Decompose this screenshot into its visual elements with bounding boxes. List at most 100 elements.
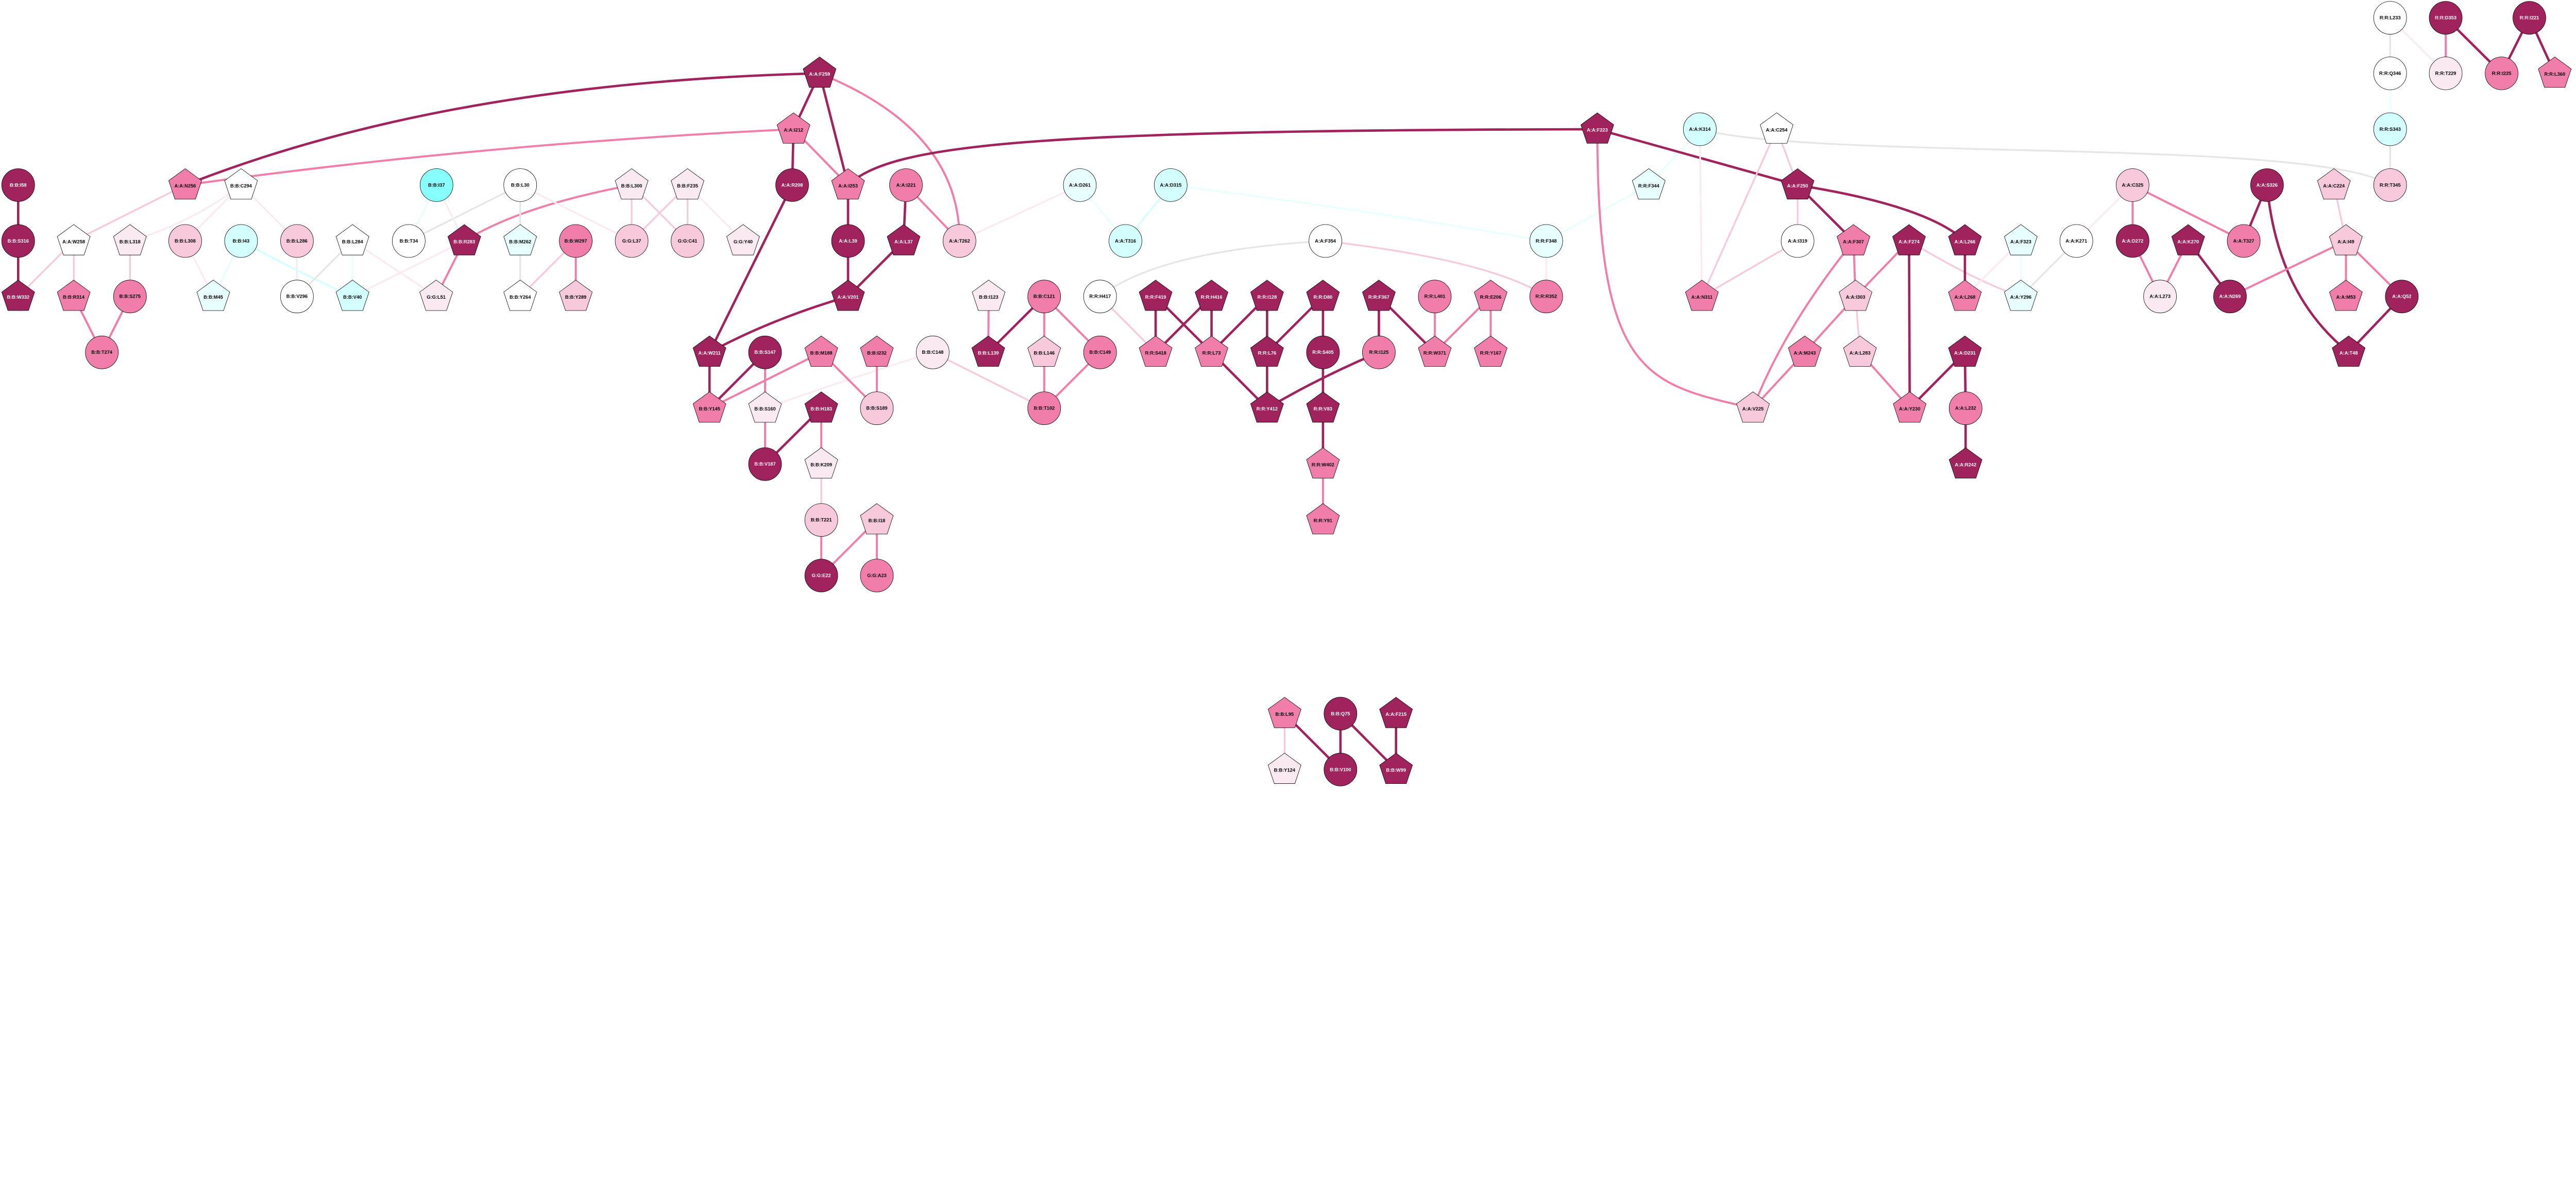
node-a-a-f354[interactable]: A:A:F354 (1309, 224, 1342, 258)
node-b-b-s160[interactable]: B:B:S160 (748, 391, 782, 423)
node-b-b-t102[interactable]: B:B:T102 (1027, 391, 1061, 425)
node-b-b-t274[interactable]: B:B:T274 (85, 335, 119, 369)
node-a-a-d261[interactable]: A:A:D261 (1063, 168, 1097, 202)
node-a-a-q52[interactable]: A:A:Q52 (2385, 280, 2419, 314)
node-r-r-f367[interactable]: R:R:F367 (1362, 280, 1396, 311)
node-b-b-m45[interactable]: B:B:M45 (196, 280, 230, 311)
node-b-b-l284[interactable]: B:B:L284 (335, 224, 369, 255)
node-a-a-w258[interactable]: A:A:W258 (57, 224, 91, 255)
node-b-b-v187[interactable]: B:B:V187 (748, 447, 782, 481)
node-b-b-s189[interactable]: B:B:S189 (860, 391, 894, 425)
node-b-b-i232[interactable]: B:B:I232 (860, 335, 894, 367)
node-a-a-i49[interactable]: A:A:I49 (2329, 224, 2363, 255)
node-a-a-f259[interactable]: A:A:F259 (803, 56, 837, 88)
node-a-a-t327[interactable]: A:A:T327 (2227, 224, 2261, 258)
node-r-r-t345[interactable]: R:R:T345 (2373, 168, 2407, 202)
node-r-r-v83[interactable]: R:R:V83 (1306, 391, 1340, 423)
node-b-b-r314[interactable]: B:B:R314 (57, 280, 91, 311)
node-b-b-i18[interactable]: B:B:I18 (860, 503, 894, 535)
node-a-a-c224[interactable]: A:A:C224 (2317, 168, 2351, 200)
node-b-b-y124[interactable]: B:B:Y124 (1267, 752, 1301, 784)
node-b-b-s147[interactable]: B:B:S147 (748, 335, 782, 369)
node-b-b-f235[interactable]: B:B:F235 (671, 168, 704, 200)
node-a-a-k314[interactable]: A:A:K314 (1683, 112, 1717, 146)
node-b-b-s316[interactable]: B:B:S316 (1, 224, 35, 258)
node-a-a-l37[interactable]: A:A:L37 (887, 224, 921, 255)
node-r-r-t229[interactable]: R:R:T229 (2429, 57, 2463, 90)
node-a-a-l273[interactable]: A:A:L273 (2143, 280, 2177, 314)
node-a-a-l39[interactable]: A:A:L39 (831, 224, 865, 258)
node-a-a-i221[interactable]: A:A:I221 (889, 168, 923, 202)
node-r-r-y167[interactable]: R:R:Y167 (1473, 335, 1507, 367)
node-b-b-c121[interactable]: B:B:C121 (1027, 280, 1061, 314)
node-b-b-i58[interactable]: B:B:I58 (1, 168, 35, 202)
node-a-a-l266[interactable]: A:A:L266 (1948, 224, 1982, 255)
node-a-a-f250[interactable]: A:A:F250 (1781, 168, 1815, 200)
node-a-a-c325[interactable]: A:A:C325 (2116, 168, 2149, 202)
node-b-b-l146[interactable]: B:B:L146 (1027, 335, 1061, 367)
node-r-r-f348[interactable]: R:R:F348 (1529, 224, 1563, 258)
node-a-a-w211[interactable]: A:A:W211 (692, 335, 726, 367)
node-g-g-e22[interactable]: G:G:E22 (804, 559, 838, 592)
node-b-b-l318[interactable]: B:B:L318 (113, 224, 147, 255)
node-r-r-h416[interactable]: R:R:H416 (1195, 280, 1228, 311)
node-g-g-a23[interactable]: G:G:A23 (860, 559, 894, 592)
node-b-b-i43[interactable]: B:B:I43 (224, 224, 258, 258)
node-r-r-h417[interactable]: R:R:H417 (1083, 280, 1117, 314)
node-b-b-i37[interactable]: B:B:I37 (419, 168, 453, 202)
node-a-a-i212[interactable]: A:A:I212 (776, 112, 810, 144)
node-r-r-q346[interactable]: R:R:Q346 (2373, 57, 2407, 90)
node-a-a-f323[interactable]: A:A:F323 (2004, 224, 2038, 255)
node-b-b-w297[interactable]: B:B:W297 (559, 224, 592, 258)
node-a-a-l283[interactable]: A:A:L283 (1843, 335, 1877, 367)
node-r-r-w402[interactable]: R:R:W402 (1306, 447, 1340, 478)
node-r-r-r352[interactable]: R:R:R352 (1529, 280, 1563, 314)
node-b-b-t34[interactable]: B:B:T34 (392, 224, 426, 258)
node-a-a-s326[interactable]: A:A:S326 (2250, 168, 2284, 202)
node-b-b-v296[interactable]: B:B:V296 (280, 280, 314, 314)
node-a-a-n311[interactable]: A:A:N311 (1685, 280, 1719, 311)
node-r-r-d80[interactable]: R:R:D80 (1306, 280, 1340, 311)
node-a-a-d272[interactable]: A:A:D272 (2116, 224, 2149, 258)
node-g-g-c41[interactable]: G:G:C41 (671, 224, 704, 258)
node-a-a-k271[interactable]: A:A:K271 (2059, 224, 2093, 258)
node-b-b-v40[interactable]: B:B:V40 (335, 280, 369, 311)
node-r-r-l360[interactable]: R:R:L360 (2538, 56, 2572, 88)
node-b-b-y289[interactable]: B:B:Y289 (559, 280, 592, 311)
node-g-g-l37[interactable]: G:G:L37 (615, 224, 649, 258)
node-a-a-m53[interactable]: A:A:M53 (2329, 280, 2363, 311)
node-b-b-m188[interactable]: B:B:M188 (804, 335, 838, 367)
node-r-r-s343[interactable]: R:R:S343 (2373, 112, 2407, 146)
node-g-g-l51[interactable]: G:G:L51 (419, 280, 453, 311)
node-b-b-t221[interactable]: B:B:T221 (804, 503, 838, 537)
node-b-b-l95[interactable]: B:B:L95 (1267, 697, 1301, 728)
node-a-a-c254[interactable]: A:A:C254 (1760, 112, 1793, 144)
node-b-b-l300[interactable]: B:B:L300 (615, 168, 649, 200)
node-r-r-i221[interactable]: R:R:I221 (2513, 1, 2546, 35)
node-r-r-d353[interactable]: R:R:D353 (2429, 1, 2463, 35)
node-b-b-c294[interactable]: B:B:C294 (224, 168, 258, 200)
node-b-b-i123[interactable]: B:B:I123 (972, 280, 1006, 311)
node-r-r-l401[interactable]: R:R:L401 (1418, 280, 1452, 314)
node-r-r-y91[interactable]: R:R:Y91 (1306, 503, 1340, 535)
node-r-r-i128[interactable]: R:R:I128 (1250, 280, 1284, 311)
node-a-a-f274[interactable]: A:A:F274 (1892, 224, 1926, 255)
node-b-b-l30[interactable]: B:B:L30 (503, 168, 537, 202)
node-b-b-r283[interactable]: B:B:R283 (447, 224, 481, 255)
node-b-b-c149[interactable]: B:B:C149 (1083, 335, 1117, 369)
node-b-b-m262[interactable]: B:B:M262 (503, 224, 537, 255)
node-b-b-s275[interactable]: B:B:S275 (113, 280, 147, 314)
node-b-b-v100[interactable]: B:B:V100 (1324, 752, 1358, 786)
node-b-b-q75[interactable]: B:B:Q75 (1324, 697, 1358, 731)
node-b-b-k209[interactable]: B:B:K209 (804, 447, 838, 478)
node-a-a-d315[interactable]: A:A:D315 (1154, 168, 1188, 202)
node-a-a-r242[interactable]: A:A:R242 (1948, 447, 1982, 478)
node-r-r-f419[interactable]: R:R:F419 (1139, 280, 1173, 311)
node-r-r-i125[interactable]: R:R:I125 (1362, 335, 1396, 369)
node-r-r-s405[interactable]: R:R:S405 (1306, 335, 1340, 369)
node-b-b-h183[interactable]: B:B:H183 (804, 391, 838, 423)
node-a-a-n269[interactable]: A:A:N269 (2213, 280, 2247, 314)
node-a-a-l232[interactable]: A:A:L232 (1948, 391, 1982, 425)
node-a-a-d231[interactable]: A:A:D231 (1948, 335, 1982, 367)
node-b-b-l308[interactable]: B:B:L308 (168, 224, 202, 258)
